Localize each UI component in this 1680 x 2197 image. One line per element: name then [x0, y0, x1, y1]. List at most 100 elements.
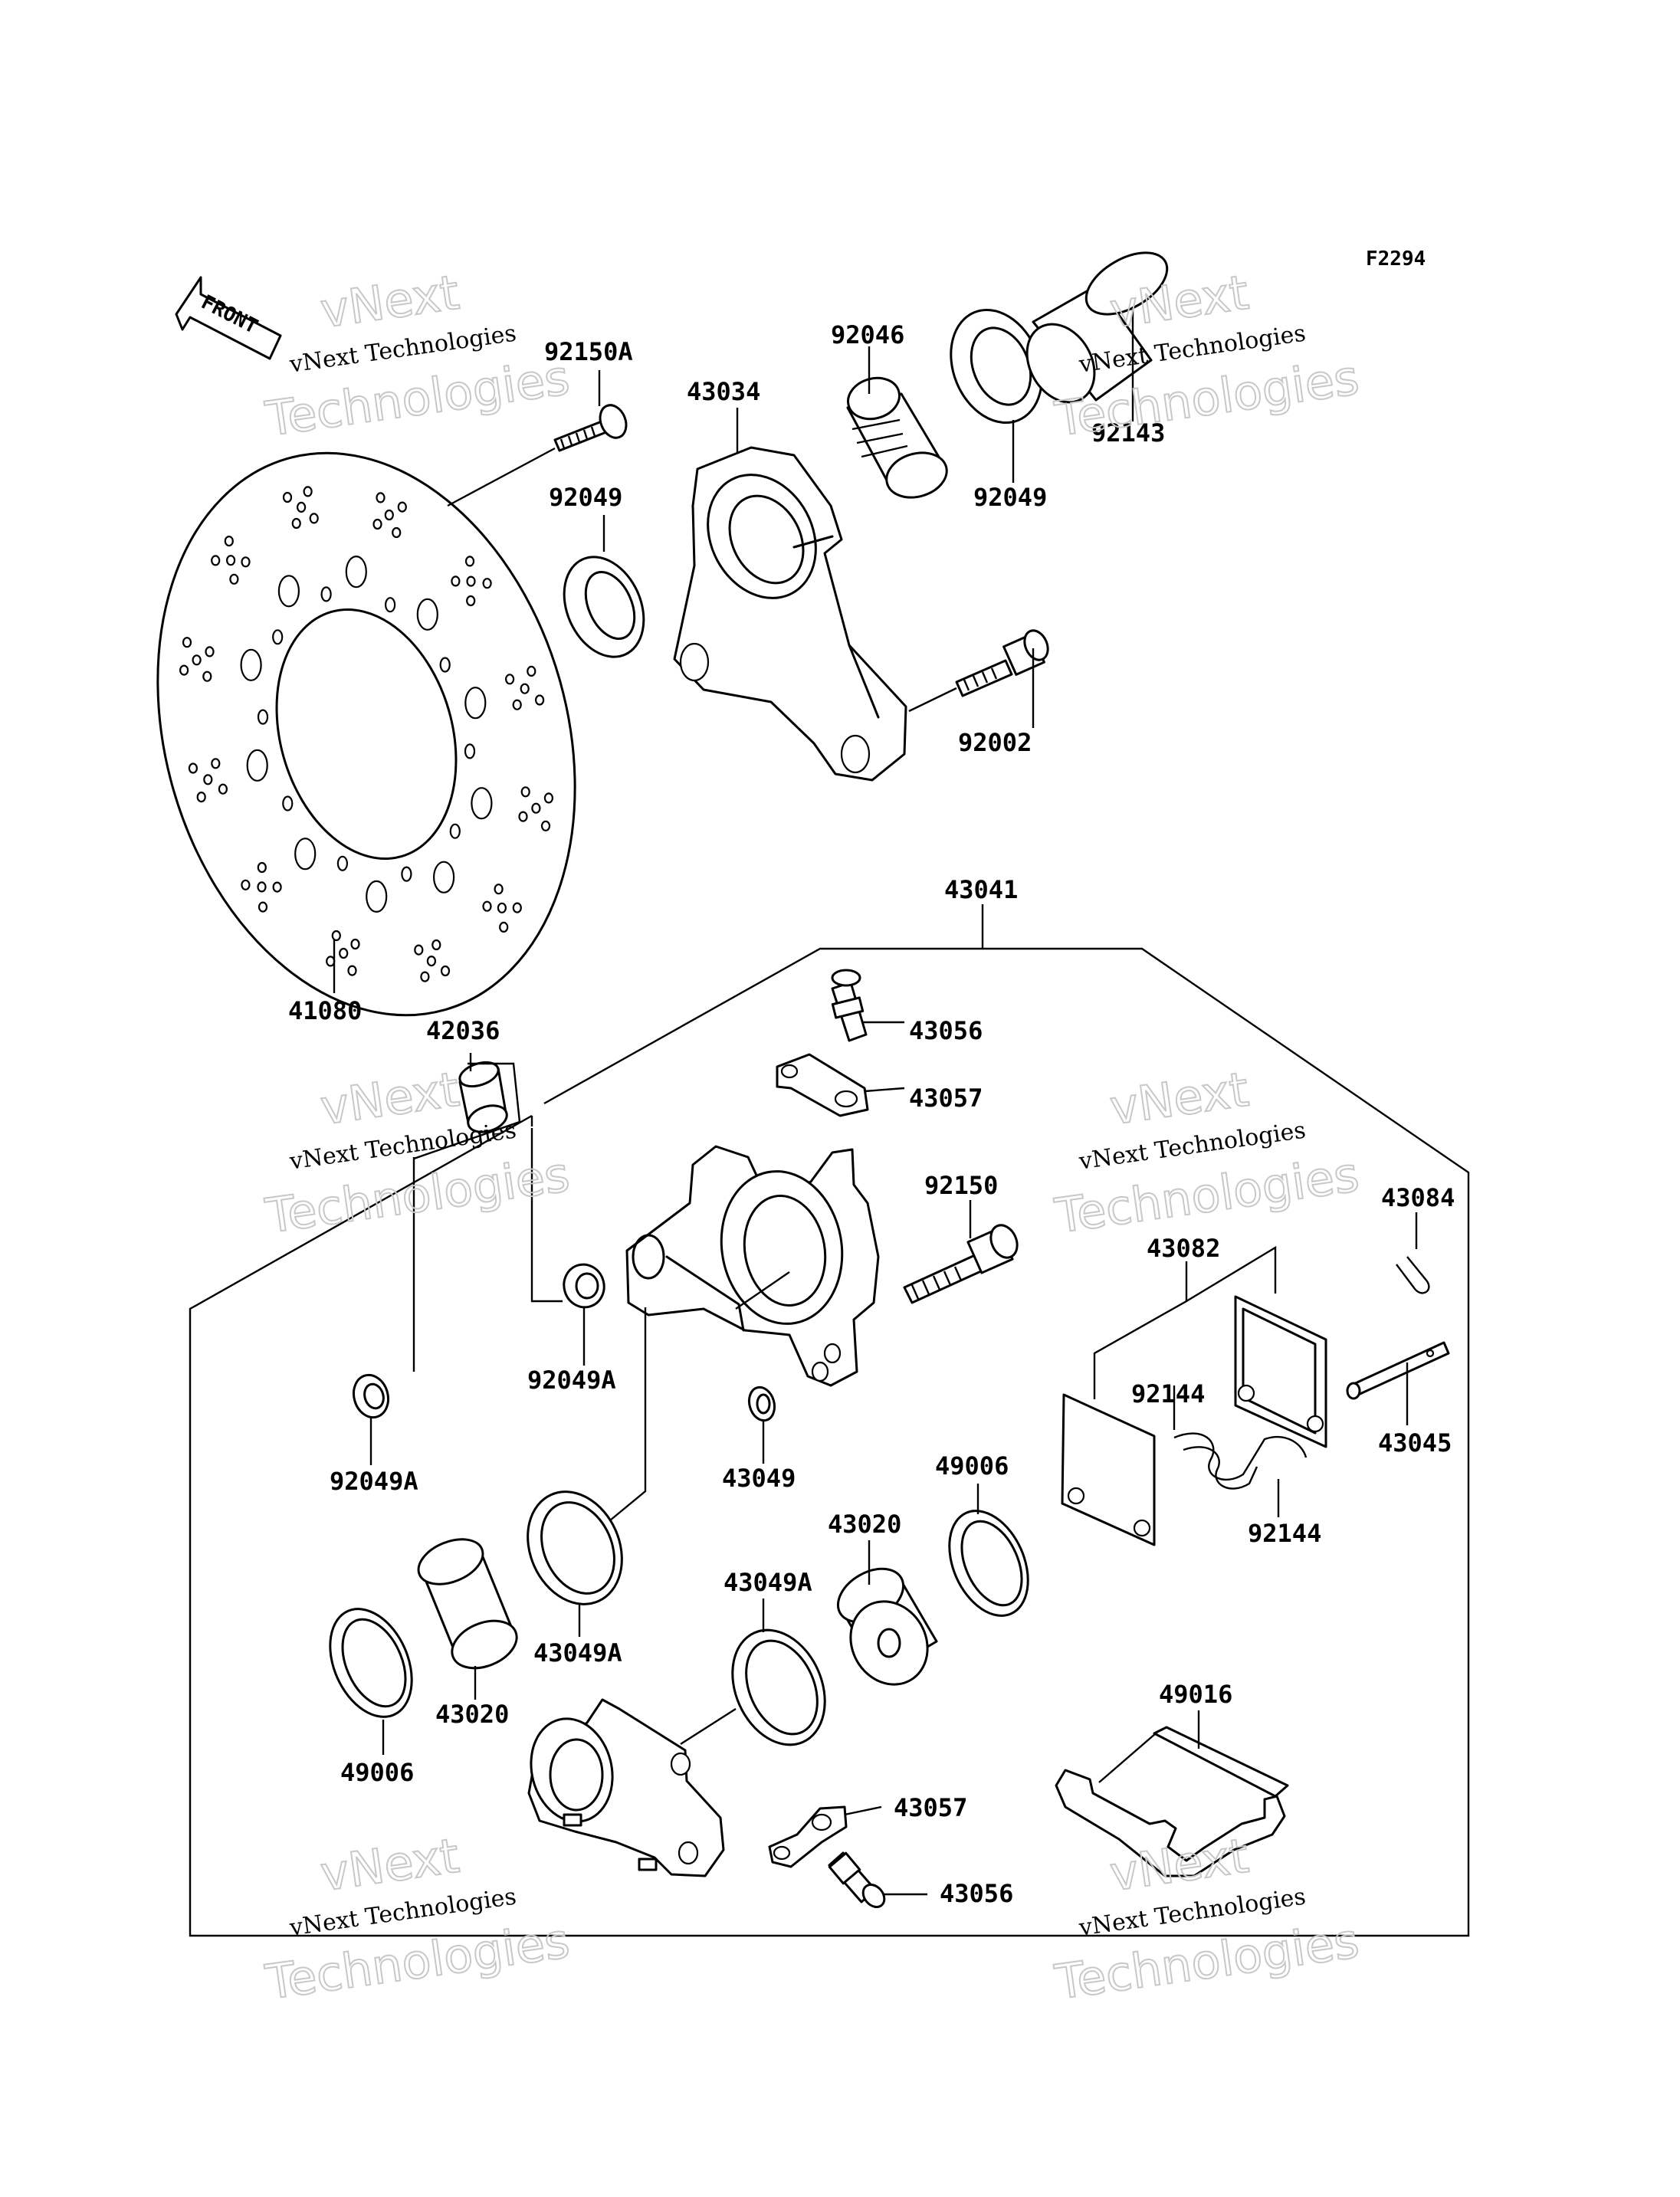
disc-drill-hole — [376, 492, 386, 503]
disc-drill-hole — [540, 820, 551, 831]
label-92144-top: 92144 — [1131, 1379, 1205, 1408]
disc-drill-hole — [196, 791, 206, 803]
disc-small-hole — [449, 823, 461, 839]
disc-drill-hole — [179, 664, 189, 676]
label-92144-bottom: 92144 — [1248, 1519, 1321, 1548]
springs-92144 — [1173, 1385, 1308, 1517]
watermark-1: vNext vNext Technologies Technologies — [261, 264, 574, 448]
label-43034: 43034 — [687, 377, 760, 406]
label-43049: 43049 — [722, 1464, 796, 1493]
disc-drill-hole — [512, 902, 522, 913]
washer-92049-left — [563, 556, 645, 658]
disc-drill-hole — [497, 902, 507, 913]
disc-drill-hole — [182, 637, 192, 648]
disc-drill-hole — [350, 938, 360, 950]
label-41080: 41080 — [288, 996, 362, 1025]
pad-set-43082 — [1061, 1245, 1327, 1546]
disc-drill-hole — [282, 491, 293, 503]
disc-drill-hole — [218, 783, 228, 795]
svg-text:vNext: vNext — [317, 264, 463, 339]
disc-drill-hole — [229, 573, 239, 585]
seal-49006-left — [329, 1608, 413, 1718]
label-92150: 92150 — [924, 1171, 998, 1200]
disc-drill-hole — [303, 486, 313, 497]
disc-drill-hole — [482, 900, 492, 912]
disc-drill-hole — [512, 699, 522, 710]
disc-slot-hole — [240, 648, 262, 681]
disc-drill-hole — [272, 881, 282, 893]
disc-drill-hole — [520, 786, 530, 798]
disc-drill-hole — [241, 556, 251, 568]
seal-43049A-left — [527, 1307, 647, 1605]
label-92046: 92046 — [831, 320, 904, 349]
label-92049A-center: 92049A — [527, 1366, 616, 1395]
label-49016: 49016 — [1159, 1680, 1232, 1709]
washer-43049 — [747, 1385, 776, 1422]
pad-spring-49016 — [1055, 1726, 1289, 1877]
cap-43057-bottom — [768, 1805, 882, 1868]
disc-drill-hole — [297, 501, 307, 513]
disc-small-hole — [385, 597, 396, 613]
disc-drill-hole — [531, 802, 541, 814]
seal-43049A-right — [680, 1628, 826, 1746]
disc-drill-hole — [192, 654, 202, 666]
label-92002: 92002 — [958, 728, 1032, 757]
disc-drill-hole — [188, 762, 198, 774]
sleeve-42036 — [412, 1061, 521, 1372]
washer-92049A-left — [352, 1373, 390, 1419]
pin-43045 — [1346, 1341, 1450, 1425]
disc-drill-hole — [211, 758, 221, 769]
front-arrow-icon: FRONT — [175, 276, 282, 360]
disc-drill-hole — [397, 501, 407, 513]
label-43056-top: 43056 — [909, 1016, 983, 1045]
label-92049-left: 92049 — [549, 483, 622, 512]
piston-43020-left — [417, 1538, 518, 1670]
disc-small-hole — [464, 743, 476, 759]
disc-drill-hole — [543, 792, 554, 804]
label-92150A: 92150A — [544, 337, 633, 366]
disc-drill-hole — [224, 535, 234, 547]
disc-drill-hole — [440, 965, 451, 977]
disc-drill-hole — [211, 555, 221, 566]
disc-drill-hole — [466, 575, 476, 587]
disc-drill-hole — [518, 811, 528, 822]
disc-drill-hole — [257, 861, 267, 874]
disc-small-hole — [257, 709, 269, 725]
seal-49006-right — [948, 1510, 1029, 1617]
label-43057-top: 43057 — [909, 1084, 983, 1113]
brake-disc — [156, 451, 576, 1017]
svg-text:vNext: vNext — [317, 1061, 463, 1136]
svg-text:vNext: vNext — [1107, 1061, 1252, 1136]
disc-slot-hole — [246, 749, 268, 782]
caliper-bracket-43034 — [673, 446, 907, 782]
label-43056-bottom: 43056 — [940, 1879, 1013, 1908]
watermark-3: vNext vNext Technologies Technologies — [261, 1061, 574, 1245]
label-43020-left: 43020 — [435, 1700, 509, 1729]
disc-drill-hole — [499, 921, 509, 933]
disc-drill-hole — [534, 694, 545, 706]
watermark-5: vNext vNext Technologies Technologies — [261, 1827, 574, 2012]
disc-drill-hole — [258, 901, 268, 913]
label-43041: 43041 — [944, 875, 1018, 904]
bolt-92002 — [908, 629, 1049, 713]
disc-drill-hole — [504, 674, 515, 685]
label-49006-left: 49006 — [340, 1758, 414, 1787]
watermark-6: vNext vNext Technologies Technologies — [1051, 1827, 1363, 2012]
disc-drill-hole — [464, 556, 475, 567]
bolt-92150 — [903, 1224, 1019, 1304]
bearing-92046 — [846, 376, 948, 499]
disc-small-hole — [272, 629, 284, 645]
disc-drill-hole — [527, 665, 536, 677]
disc-drill-hole — [339, 947, 349, 959]
disc-drill-hole — [347, 965, 357, 976]
disc-drill-hole — [203, 774, 213, 785]
disc-slot-hole — [432, 861, 455, 894]
label-43020-right: 43020 — [828, 1510, 901, 1539]
disc-drill-hole — [309, 513, 319, 524]
disc-drill-hole — [466, 595, 476, 607]
disc-drill-hole — [420, 971, 430, 982]
disc-drill-hole — [226, 555, 236, 566]
part-labels: 92150A 43034 92046 92049 92049 92143 920… — [288, 320, 1455, 1908]
label-49006-right: 49006 — [935, 1451, 1009, 1481]
